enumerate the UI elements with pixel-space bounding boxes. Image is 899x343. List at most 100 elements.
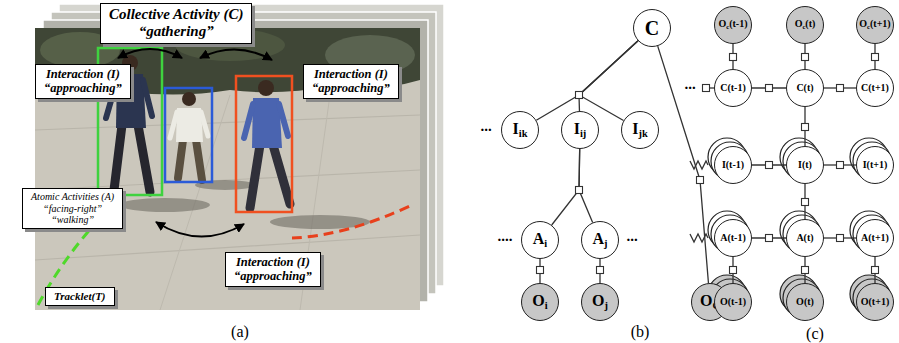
variable-subscript: j: [604, 300, 607, 311]
panel-label: (c): [806, 325, 824, 343]
variable-node: I(t-1): [714, 146, 752, 184]
time-index: (t-1): [729, 18, 747, 29]
variable-node: I(t): [786, 146, 824, 184]
panel-label: (b): [631, 323, 650, 341]
variable-symbol: A: [592, 230, 604, 247]
variable-node: Iik: [501, 111, 539, 149]
node-label: Oc(t+1): [859, 19, 890, 30]
callout-heading: Collective Activity (C): [109, 6, 243, 23]
callout-box: Atomic Activities (A)“facing-right”“walk…: [22, 188, 123, 229]
node-label: Oc(t): [795, 19, 816, 30]
observed-node: Oi: [521, 283, 559, 321]
person-right: [244, 80, 290, 208]
observed-node: O(t-1): [714, 283, 752, 321]
variable-subscript: j: [604, 238, 607, 249]
node-label: A(t): [796, 233, 813, 243]
node-label: Ai: [533, 231, 547, 249]
node-label: I(t-1): [722, 160, 744, 170]
node-label: A(t+1): [861, 233, 889, 243]
callout-box: Tracklet(T): [45, 287, 115, 306]
variable-symbol: O: [795, 18, 803, 29]
node-label: O(t-1): [720, 297, 746, 307]
node-label: C: [645, 18, 659, 38]
node-label: Aj: [592, 231, 607, 249]
observed-node: O(t+1): [856, 283, 894, 321]
time-index: (t): [805, 18, 815, 29]
person-middle: [170, 92, 208, 180]
variable-node: Aj: [581, 221, 619, 259]
variable-symbol: O: [592, 292, 604, 309]
callout-text: “approaching”: [234, 269, 312, 283]
variable-subscript: jk: [638, 128, 647, 139]
node-label: C(t+1): [861, 83, 889, 93]
variable-symbol: O: [532, 292, 544, 309]
ellipsis-mark: ...: [480, 118, 491, 135]
variable-symbol: O: [719, 18, 727, 29]
node-label: Oi: [532, 293, 547, 311]
callout-heading: Interaction (I): [234, 255, 312, 269]
node-label: Oj: [592, 293, 608, 311]
factor-edge: [579, 41, 638, 121]
variable-symbol: O: [700, 292, 712, 309]
node-label: I(t+1): [863, 160, 888, 170]
variable-subscript: c: [802, 23, 805, 30]
variable-symbol: O: [859, 18, 867, 29]
callout-box: Interaction (I)“approaching”: [35, 64, 131, 99]
node-label: C(t): [796, 83, 813, 93]
ellipsis-mark: ...: [626, 228, 637, 245]
node-label: O(t+1): [861, 297, 889, 307]
variable-node: Ijk: [621, 111, 659, 149]
node-label: Oc(t-1): [719, 19, 748, 30]
observed-node: O(t): [786, 283, 824, 321]
variable-node: A(t): [786, 219, 824, 257]
observed-node: Oc(t): [786, 6, 824, 44]
node-label: Ijk: [632, 121, 647, 139]
variable-subscript: ij: [580, 128, 586, 139]
factor-edge: [658, 46, 709, 283]
variable-node: Ai: [521, 221, 559, 259]
variable-symbol: A: [533, 230, 545, 247]
callout-heading: Atomic Activities (A): [31, 191, 114, 203]
factor-edge: [579, 149, 593, 222]
panel-label: (a): [231, 323, 249, 341]
callout-heading: Interaction (I): [44, 67, 122, 81]
variable-node: I(t+1): [856, 146, 894, 184]
callout-heading: Interaction (I): [312, 67, 390, 81]
variable-subscript: c: [867, 23, 870, 30]
variable-node: C: [633, 9, 671, 47]
variable-node: C(t): [786, 69, 824, 107]
variable-symbol: I: [632, 120, 638, 137]
ellipsis-mark: ....: [498, 228, 513, 245]
variable-symbol: I: [574, 120, 580, 137]
variable-node: Iij: [561, 111, 599, 149]
variable-node: C(t-1): [714, 69, 752, 107]
callout-text: “approaching”: [312, 81, 390, 95]
callout-box: Interaction (I)“approaching”: [303, 64, 399, 99]
observed-node: Oj: [581, 283, 619, 321]
ellipsis-mark: ...: [684, 76, 695, 93]
video-frame: [35, 28, 420, 310]
variable-node: A(t-1): [714, 219, 752, 257]
callout-text: “facing-right”: [31, 203, 114, 215]
variable-subscript: c: [726, 23, 729, 30]
node-label: Iik: [513, 121, 528, 139]
time-index: (t+1): [870, 18, 891, 29]
node-label: A(t-1): [720, 233, 746, 243]
callout-heading: Tracklet(T): [54, 290, 106, 303]
variable-node: C(t+1): [856, 69, 894, 107]
variable-subscript: i: [544, 238, 547, 249]
variable-subscript: ik: [519, 128, 528, 139]
variable-node: A(t+1): [856, 219, 894, 257]
node-label: O(t): [796, 297, 814, 307]
variable-subscript: i: [545, 300, 548, 311]
observed-node: Oc(t+1): [856, 6, 894, 44]
factor-edge: [536, 41, 638, 120]
callout-box: Collective Activity (C)“gathering”: [100, 3, 252, 44]
observed-node: Oc(t-1): [714, 6, 752, 44]
callout-text: “approaching”: [44, 81, 122, 95]
callout-text: “gathering”: [109, 23, 243, 40]
node-label: C(t-1): [720, 83, 746, 93]
